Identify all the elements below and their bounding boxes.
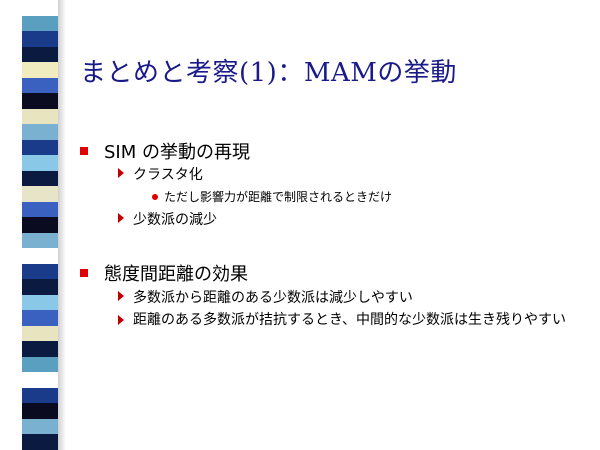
decorative-stripe-bar [22,0,58,450]
stripe-segment [22,170,58,187]
stripe-segment [22,46,58,63]
stripe-segment [22,403,58,419]
list-item: 少数派の減少 [118,209,217,229]
stripe-segment [22,248,58,264]
triangle-bullet-icon [118,315,124,325]
square-bullet-icon [80,269,88,277]
stripe-segment [22,77,58,94]
list-item-text: クラスタ化 [133,167,203,183]
stripe-segment [22,201,58,218]
sub-list-item: ただし影響力が距離で制限されるときだけ [152,188,392,205]
slide-title: まとめと考察(1)：MAMの挙動 [80,58,457,88]
stripe-segment [22,341,58,357]
stripe-segment [22,387,58,404]
triangle-bullet-icon [118,168,124,178]
stripe-segment [22,0,58,16]
stripe-segment [22,15,58,32]
list-item: 距離のある多数派が拮抗するとき、中間的な少数派は生き残りやすい [118,311,578,330]
stripe-segment [22,108,58,125]
section-heading-text: SIM の挙動の再現 [104,142,250,163]
stripe-segment [22,62,58,78]
stripe-segment [22,372,58,388]
stripe-segment [22,93,58,109]
stripe-segment [22,139,58,156]
square-bullet-icon [80,147,88,155]
stripe-segment [22,232,58,249]
stripe-segment [22,263,58,280]
stripe-segment [22,124,58,140]
stripe-segment [22,310,58,326]
stripe-segment [22,434,58,450]
list-item: クラスタ化 [118,164,203,184]
stripe-segment [22,418,58,435]
stripe-segment [22,186,58,202]
stripe-segment [22,325,58,342]
section-heading: SIM の挙動の再現 [80,138,250,164]
stripe-shadow [58,0,66,450]
section-heading-text: 態度間距離の効果 [104,264,248,285]
triangle-bullet-icon [118,213,124,223]
stripe-segment [22,217,58,233]
list-item-text: 距離のある多数派が拮抗するとき、中間的な少数派は生き残りやすい [133,312,567,328]
triangle-bullet-icon [118,291,124,301]
dot-bullet-icon [152,193,158,200]
stripe-segment [22,31,58,47]
stripe-segment [22,294,58,311]
sub-list-item-text: ただし影響力が距離で制限されるときだけ [164,190,393,204]
section-heading: 態度間距離の効果 [80,260,248,286]
list-item-text: 少数派の減少 [133,212,217,228]
stripe-segment [22,356,58,373]
stripe-segment [22,155,58,171]
list-item: 多数派から距離のある少数派は減少しやすい [118,287,413,307]
stripe-segment [22,279,58,295]
list-item-text: 多数派から距離のある少数派は減少しやすい [133,290,413,306]
